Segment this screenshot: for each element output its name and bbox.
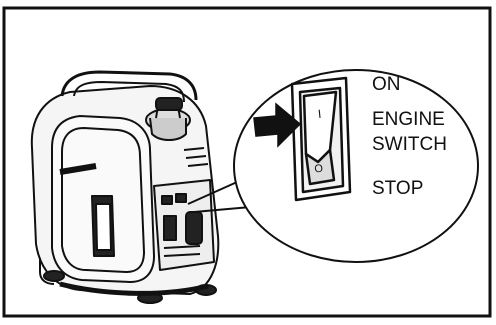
- label-engine: ENGINE: [372, 109, 445, 130]
- carry-handle: [60, 70, 198, 101]
- off-mark: O: [314, 163, 324, 176]
- label-switch: SWITCH: [372, 134, 447, 155]
- foot-left: [43, 270, 65, 282]
- callout-bubble: [233, 69, 479, 263]
- label-stop: STOP: [372, 178, 423, 199]
- arrow-icon: [253, 102, 302, 148]
- engine-switch: I O: [290, 76, 352, 202]
- label-on: ON: [372, 74, 401, 95]
- on-mark: I: [317, 107, 322, 121]
- generator-illustration: [30, 70, 220, 304]
